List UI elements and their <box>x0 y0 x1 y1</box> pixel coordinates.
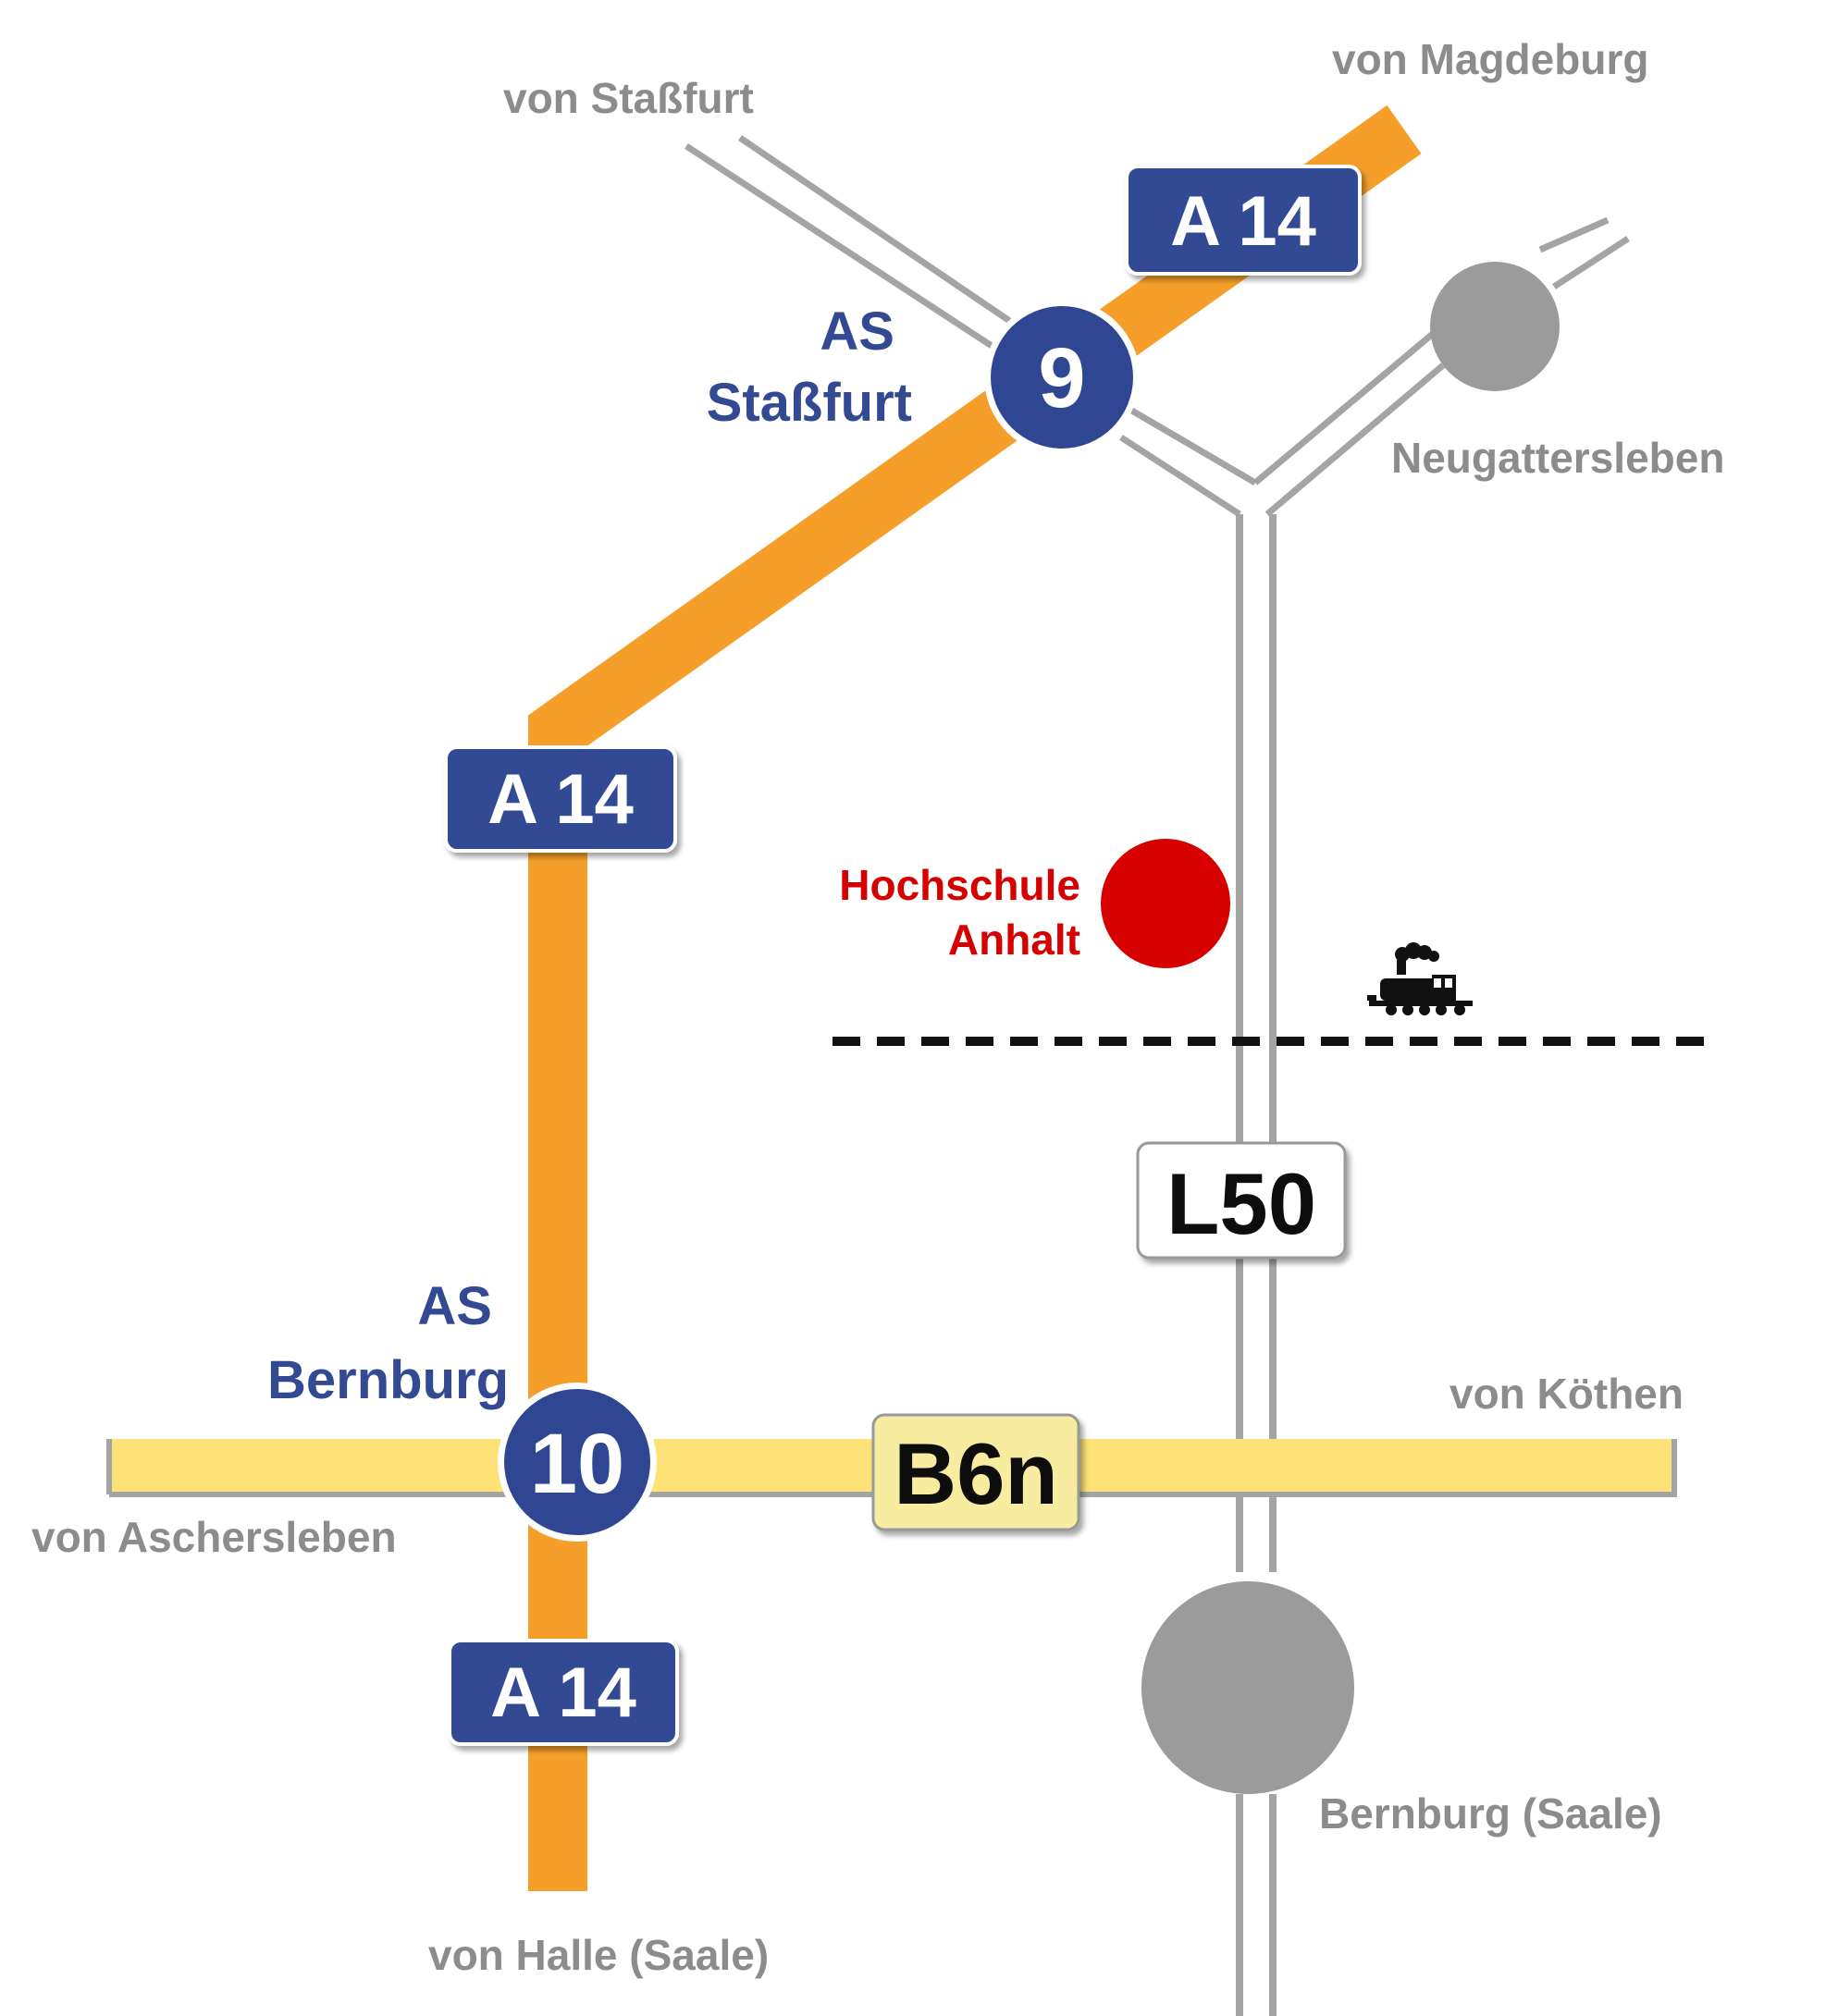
exit-9-number: 9 <box>1038 331 1085 425</box>
train-icon <box>1367 942 1473 1015</box>
label-von-magdeburg: von Magdeburg <box>1332 35 1648 83</box>
destination-marker <box>1101 839 1230 968</box>
a14-sign-middle: A 14 <box>444 745 677 853</box>
road-staßfurt-to-neugattersleben <box>685 135 1630 517</box>
a14-sign-top: A 14 <box>1125 165 1362 276</box>
b6n-sign-label: B6n <box>894 1425 1058 1522</box>
a14-sign-middle-label: A 14 <box>487 760 634 839</box>
label-as-stassfurt-line1: AS <box>820 301 894 362</box>
town-bernburg-marker <box>1141 1581 1354 1794</box>
a14-sign-bottom-label: A 14 <box>490 1653 636 1732</box>
label-von-koethen: von Köthen <box>1449 1370 1684 1418</box>
label-as-bernburg-line2: Bernburg <box>267 1350 509 1410</box>
label-von-aschersleben: von Aschersleben <box>31 1513 397 1561</box>
l50-sign-label: L50 <box>1166 1155 1316 1252</box>
town-neugattersleben-marker <box>1430 262 1560 391</box>
label-bernburg-saale: Bernburg (Saale) <box>1319 1789 1662 1838</box>
exit-10-number: 10 <box>530 1417 624 1511</box>
a14-sign-bottom: A 14 <box>448 1639 679 1746</box>
b6n-sign: B6n <box>871 1413 1080 1531</box>
label-as-stassfurt-line2: Staßfurt <box>707 373 912 433</box>
l50-sign: L50 <box>1136 1141 1347 1260</box>
a14-sign-top-label: A 14 <box>1170 182 1316 261</box>
label-von-stassfurt: von Staßfurt <box>503 74 754 122</box>
exit-9-badge: 9 <box>984 300 1140 455</box>
exit-10-badge: 10 <box>498 1383 657 1542</box>
label-von-halle: von Halle (Saale) <box>428 1931 769 1979</box>
label-as-bernburg-line1: AS <box>417 1276 492 1336</box>
label-anhalt: Anhalt <box>948 916 1080 964</box>
label-hochschule: Hochschule <box>839 861 1080 909</box>
label-neugattersleben: Neugattersleben <box>1391 434 1724 482</box>
